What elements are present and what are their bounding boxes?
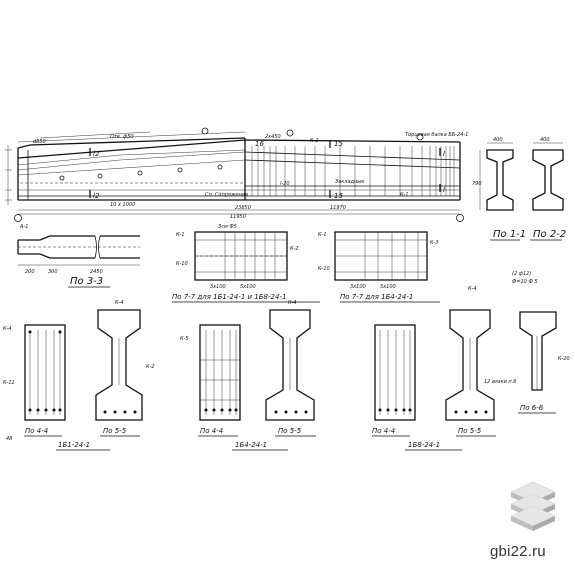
view-1b1-po55: По 5-5 <box>103 427 127 435</box>
1b8-tnote: 12 вязки п.6 <box>484 379 516 385</box>
view-1b8-po44: По 4-4 <box>372 427 395 435</box>
watermark-text: gbi22.ru <box>490 543 546 560</box>
view-po22: По 2-2 <box>533 229 566 240</box>
section-15-top: 15 <box>334 140 343 148</box>
dim-total-small: 11950 <box>230 214 246 220</box>
1b1-k11: К-11 <box>3 380 15 386</box>
group-1b8: По 4-4 К-4 12 вязки п.6 По 5-5 1Б8-24-1 <box>372 286 516 451</box>
p77a-k1: К-1 <box>176 232 185 238</box>
1b8-k4: К-4 <box>468 286 477 292</box>
s33-d200: 200 <box>25 269 35 275</box>
label-2x450: 2х450 <box>265 134 281 140</box>
view-po33: По 3-3 <box>70 276 103 287</box>
section-1-top: I <box>443 150 445 158</box>
view-po11: По 1-1 <box>493 229 526 240</box>
plan-77-b: К-1 К-3 К-10 3х100 5х100 По 7-7 для 1Б4-… <box>318 231 440 303</box>
label-l20: l-20 <box>280 181 290 187</box>
mark-1b8: 1Б8-24-1 <box>408 441 440 449</box>
plan-77-a: Зсм Ф5 К-1 К-10 К-2 3х100 5х100 По 7-7 д… <box>172 224 320 303</box>
section-3-3: А-1 200 300 2450 По 3-3 <box>17 224 140 288</box>
p77a-k10: К-10 <box>176 261 188 267</box>
s66-k20: К-20 <box>558 356 570 362</box>
label-k2: К-2 <box>310 138 319 144</box>
po11-height: 790 <box>472 181 482 187</box>
view-po77b: По 7-7 для 1Б4-24-1 <box>340 293 413 301</box>
s33-d2450: 2450 <box>90 269 103 275</box>
p77a-k2: К-2 <box>290 246 299 252</box>
section-12-bottom: l2 <box>93 192 100 200</box>
s33-a1: А-1 <box>19 224 28 230</box>
view-1b1-po44: По 4-4 <box>25 427 48 435</box>
s33-d300: 300 <box>48 269 58 275</box>
section-12-top: l2 <box>93 150 100 158</box>
1b1-k4b: К-4 <box>115 300 124 306</box>
po11-width: 400 <box>493 137 503 143</box>
page-number: 48 <box>6 436 12 442</box>
mark-1b1: 1Б1-24-1 <box>58 441 90 449</box>
1b4-k5: К-5 <box>180 336 189 342</box>
section-1-1: 400 790 По 1-1 <box>472 137 526 241</box>
beam-elevation: d850 Отв. ф50 l2 l2 16 15 15 I I 10 x 10… <box>5 127 468 222</box>
label-end-beam: Торцевая балка ББ-24-1 <box>405 132 468 138</box>
dim-right-length: 11970 <box>330 205 346 211</box>
s66-ref: (2 ф12) <box>512 271 531 277</box>
p77b-k3: К-3 <box>430 240 439 246</box>
view-1b8-po55: По 5-5 <box>458 427 482 435</box>
dim-total-length: 23850 <box>235 205 251 211</box>
site-logo-icon <box>510 481 556 531</box>
1b1-k4: К-4 <box>3 326 12 332</box>
label-bottom-side: Сп. Сопряжения <box>205 192 248 198</box>
view-1b4-po55: По 5-5 <box>278 427 302 435</box>
p77a-3x100: 3х100 <box>210 284 226 290</box>
dim-bottom-span: 10 x 1000 <box>110 202 135 208</box>
p77a-5x100: 5х100 <box>240 284 256 290</box>
dim-d850: d850 <box>33 139 46 145</box>
label-hole-dia: Отв. ф50 <box>110 134 134 140</box>
p77b-k1: К-1 <box>318 232 327 238</box>
group-1b4: К-5 По 4-4 К-4 По 5-5 1Б4-24-1 <box>180 300 316 451</box>
section-15-bottom: 15 <box>334 192 343 200</box>
po22-width: 400 <box>540 137 550 143</box>
p77b-5x100: 5х100 <box>380 284 396 290</box>
section-2-2: 400 По 2-2 <box>530 137 566 241</box>
label-k1: К-1 <box>400 192 409 198</box>
s66-arm: Ф=10 Ф 5 <box>512 279 538 285</box>
label-embedded-parts: Закладные <box>335 179 364 185</box>
section-6-6: (2 ф12) Ф=10 Ф 5 К-20 По 6-6 <box>512 271 570 414</box>
view-po66: По 6-6 <box>520 404 544 412</box>
mark-1b4: 1Б4-24-1 <box>235 441 267 449</box>
1b1-k2: К-2 <box>146 364 155 370</box>
view-1b4-po44: По 4-4 <box>200 427 223 435</box>
p77b-3x100: 3х100 <box>350 284 366 290</box>
section-1-bottom: I <box>443 186 445 194</box>
section-16: 16 <box>255 140 264 148</box>
view-po77a: По 7-7 для 1Б1-24-1 и 1Б8-24-1 <box>172 293 286 301</box>
group-1b1: К-4 К-11 По 4-4 К-4 К-2 По 5-5 1Б1-24-1 <box>3 300 155 451</box>
p77a-zcm: Зсм Ф5 <box>218 224 237 230</box>
1b4-k4: К-4 <box>288 300 297 306</box>
p77b-k10: К-10 <box>318 266 330 272</box>
